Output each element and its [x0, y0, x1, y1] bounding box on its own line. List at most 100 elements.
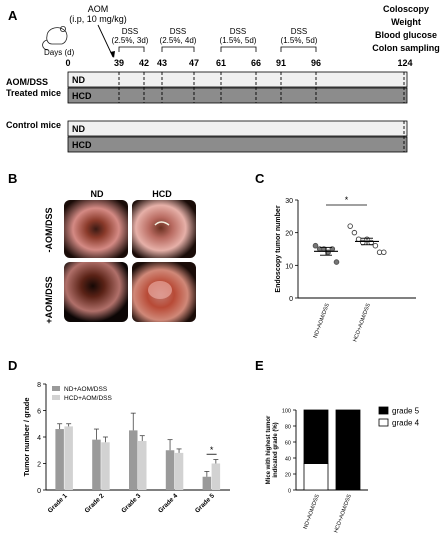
endpoint-coloscopy: Coloscopy [383, 4, 429, 14]
e-y-tick-label: 60 [285, 441, 291, 447]
group-control-mice: Control mice [6, 120, 61, 130]
day-tick: 61 [216, 58, 226, 68]
bar-label-nd: ND [72, 124, 85, 134]
c-x-tick-label: ND+AOM/DSS [313, 302, 331, 339]
mouse-icon [42, 25, 68, 51]
c-data-point [381, 249, 387, 256]
dss-detail-2: (2.5%, 4d) [160, 36, 197, 45]
bar-label-hcd: HCD [72, 140, 92, 150]
c-data-point [355, 236, 362, 242]
e-y-tick-label: 80 [285, 425, 291, 431]
c-data-point [351, 229, 358, 236]
aom-label: AOM [88, 4, 109, 14]
group-treated-mice: Treated mice [6, 88, 61, 98]
dss-name-1: DSS [122, 27, 138, 36]
day-tick: 0 [65, 58, 70, 68]
c-y-tick-label: 30 [285, 198, 293, 205]
day-tick: 66 [251, 58, 261, 68]
d-bar [101, 442, 110, 490]
d-bar [92, 439, 101, 490]
d-bar [174, 452, 184, 490]
d-bar [202, 476, 212, 490]
panel-label-b: B [8, 171, 17, 186]
d-bar [55, 429, 64, 490]
e-y-axis-label: indicated grade (%) [273, 422, 279, 477]
d-bar [64, 426, 73, 490]
day-tick: 39 [114, 58, 124, 68]
d-legend-swatch [52, 386, 60, 391]
c-data-point [333, 259, 340, 265]
dss-detail-3: (1.5%, 5d) [220, 36, 257, 45]
d-bar [129, 430, 138, 490]
panel-label-c: C [255, 171, 265, 186]
d-bar [165, 450, 175, 490]
d-x-tick-label: Grade 4 [157, 492, 179, 514]
endpoint-weight: Weight [391, 17, 421, 27]
c-y-axis-label: Endoscopy tumor number [275, 205, 282, 292]
d-x-tick-label: Grade 1 [47, 492, 69, 514]
row-label-aom: +AOM/DSS [44, 276, 54, 323]
endpoint-blood-glucose: Blood glucose [375, 30, 437, 40]
endpoint-colon-sampling: Colon sampling [372, 43, 440, 53]
aom-arrowhead [110, 51, 115, 58]
day-tick: 96 [311, 58, 321, 68]
c-y-tick-label: 10 [285, 263, 293, 270]
e-legend-label: grade 5 [392, 407, 420, 416]
col-label-hcd: HCD [152, 189, 172, 199]
day-tick: 43 [157, 58, 167, 68]
bar-nd-treated [67, 71, 408, 88]
e-bar-segment [303, 463, 329, 491]
c-data-point [360, 239, 366, 246]
d-y-tick-label: 0 [37, 488, 41, 495]
bar-label-nd: ND [72, 75, 85, 85]
d-y-axis-label: Tumor number / grade [22, 397, 31, 476]
e-y-tick-label: 20 [285, 473, 291, 479]
endoscopy-image-nd-control [64, 200, 128, 258]
c-x-tick-label: HCD+AOM/DSS [352, 302, 372, 342]
bar-label-hcd: HCD [72, 91, 92, 101]
e-y-tick-label: 40 [285, 457, 291, 463]
dss-brackets [118, 46, 317, 52]
d-x-tick-label: Grade 2 [84, 492, 106, 514]
c-y-tick-label: 20 [285, 231, 293, 238]
aom-dose: (i.p, 10 mg/kg) [69, 14, 127, 24]
e-legend-swatch [378, 418, 389, 427]
day-tick: 47 [189, 58, 199, 68]
d-legend-label: HCD+AOM/DSS [64, 395, 113, 402]
d-x-tick-label: Grade 3 [120, 492, 142, 514]
c-data-point [368, 239, 374, 246]
e-legend-swatch [378, 406, 389, 415]
d-y-tick-label: 8 [37, 382, 41, 389]
e-legend-label: grade 4 [392, 419, 420, 428]
d-x-tick-label: Grade 5 [194, 492, 216, 514]
endoscopy-highlight [154, 221, 170, 226]
c-significance-star: * [345, 195, 349, 205]
bar-nd-control [67, 120, 408, 137]
dss-name-2: DSS [170, 27, 186, 36]
tumor-highlight [148, 281, 172, 299]
endoscopy-image-nd-aom [64, 262, 128, 322]
row-label-control: -AOM/DSS [44, 208, 54, 253]
dss-detail-4: (1.5%, 5d) [281, 36, 318, 45]
c-data-point [372, 242, 379, 249]
day-tick: 42 [139, 58, 149, 68]
days-label: Days (d) [44, 48, 75, 57]
c-data-point [325, 249, 331, 256]
day-tick: 124 [397, 58, 412, 68]
c-data-point [347, 223, 353, 229]
d-bar [138, 440, 147, 490]
timepoint-dashes [118, 72, 405, 152]
panel-label-a: A [8, 8, 18, 23]
d-significance-star: * [210, 445, 214, 455]
d-bar [211, 463, 221, 490]
bar-hcd-treated [67, 87, 408, 104]
e-y-tick-label: 100 [282, 409, 291, 415]
day-tick: 91 [276, 58, 286, 68]
e-x-tick-label: HCD+AOM/DSS [333, 493, 353, 533]
aom-arrow [97, 24, 114, 58]
d-y-tick-label: 4 [37, 435, 41, 442]
